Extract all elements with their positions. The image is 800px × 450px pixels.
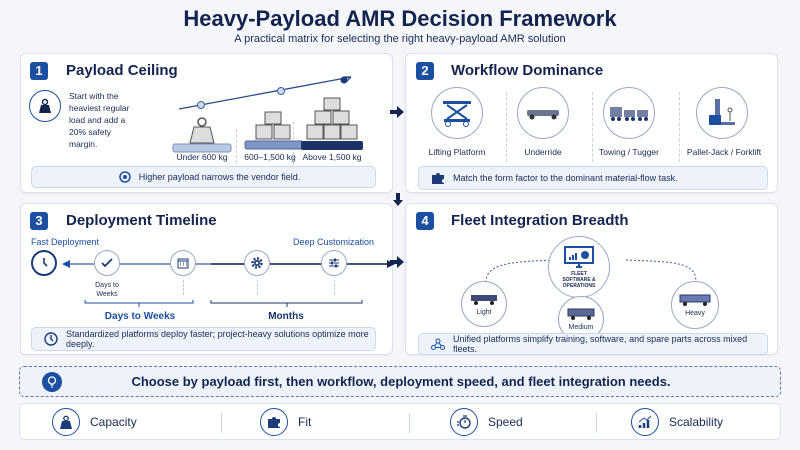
note-text: Standardized platforms deploy faster; pr…	[66, 329, 369, 349]
fast-deployment-label: Fast Deployment	[31, 237, 100, 247]
puzzle-icon	[431, 171, 445, 185]
panel-note: Higher payload narrows the vendor field.	[31, 166, 376, 188]
weight-on-platform-icon	[172, 117, 232, 153]
pillar-scalability: Scalability	[631, 408, 723, 436]
weight-icon	[29, 90, 61, 122]
page-subtitle: A practical matrix for selecting the rig…	[234, 33, 566, 45]
page-title: Heavy-Payload AMR Decision Framework	[183, 6, 617, 31]
pillar-label: Scalability	[669, 415, 724, 429]
clock-icon	[31, 250, 57, 276]
summary-banner: Choose by payload first, then workflow, …	[19, 366, 781, 397]
range-label: Days to Weeks	[104, 311, 176, 322]
panel-payload-ceiling: 1 Payload Ceiling Start with the heavies…	[20, 53, 393, 193]
tugger-icon	[603, 87, 655, 139]
monitor-chart-icon	[564, 245, 594, 268]
puzzle-icon	[260, 408, 288, 436]
sliders-icon	[321, 250, 347, 276]
step-number: 3	[30, 212, 48, 230]
stopwatch-icon	[450, 408, 478, 436]
panel-title: Payload Ceiling	[66, 62, 178, 79]
panel-note: Standardized platforms deploy faster; pr…	[31, 327, 376, 351]
boxes-on-platform-icon	[244, 111, 304, 150]
note-text: Match the form factor to the dominant ma…	[453, 173, 678, 183]
panel-title: Workflow Dominance	[451, 62, 604, 79]
panel-title: Fleet Integration Breadth	[451, 212, 629, 229]
payload-trend-arrow	[178, 76, 352, 110]
check-icon	[94, 250, 120, 276]
vehicle-label: Medium	[568, 323, 594, 331]
lifting-platform-icon	[431, 87, 483, 139]
tier-label: Under 600 kg	[176, 152, 228, 162]
panel-fleet-integration: 4 Fleet Integration Breadth FLEET SOFTWA…	[405, 203, 778, 355]
target-icon	[118, 171, 131, 183]
vehicle-label: Heavy	[685, 309, 705, 317]
arrow-right-icon	[390, 106, 404, 118]
calendar-icon	[170, 250, 196, 276]
step-number: 2	[416, 62, 434, 80]
growth-chart-icon	[631, 408, 659, 436]
point-label: Days to Weeks	[95, 282, 119, 298]
deep-customization-label: Deep Customization	[292, 237, 374, 247]
arrow-right-icon	[390, 256, 404, 268]
clock-icon	[44, 332, 58, 346]
pillar-fit: Fit	[260, 408, 311, 436]
footer-pillars: Capacity Fit Speed Scalability	[19, 403, 781, 440]
tier-label: Above 1,500 kg	[302, 152, 362, 162]
pillar-label: Fit	[298, 415, 312, 429]
pillar-capacity: Capacity	[52, 408, 137, 436]
panel-workflow-dominance: 2 Workflow Dominance Lifting Platform Un…	[405, 53, 778, 193]
lightbulb-icon	[42, 371, 62, 392]
form-factor-label: Towing / Tugger	[598, 147, 659, 157]
panel-note: Unified platforms simplify training, sof…	[418, 333, 768, 355]
panel-title: Deployment Timeline	[66, 212, 217, 229]
range-brackets	[84, 300, 363, 307]
gear-icon	[244, 250, 270, 276]
pillar-label: Capacity	[90, 415, 137, 429]
step-number: 1	[30, 62, 48, 80]
hub-label: FLEET SOFTWARE & OPERATIONS	[562, 270, 596, 289]
range-label: Months	[268, 311, 304, 322]
weight-icon	[52, 408, 80, 436]
underride-icon	[517, 87, 569, 139]
form-factor-label: Underride	[524, 147, 562, 157]
summary-text: Choose by payload first, then workflow, …	[131, 374, 671, 389]
tier-label: 600–1,500 kg	[244, 152, 296, 162]
vehicle-light: Light	[461, 281, 507, 327]
pillar-speed: Speed	[450, 408, 523, 436]
panel-description: Start with the heaviest regular load and…	[69, 91, 130, 149]
note-text: Unified platforms simplify training, sof…	[453, 334, 748, 354]
step-number: 4	[416, 212, 434, 230]
form-factor-label: Lifting Platform	[428, 147, 486, 157]
panel-deployment-timeline: 3 Deployment Timeline Fast Deployment De…	[20, 203, 395, 355]
vehicle-heavy: Heavy	[671, 281, 719, 329]
note-text: Higher payload narrows the vendor field.	[138, 172, 301, 182]
stacked-boxes-on-platform-icon	[301, 97, 363, 150]
network-icon	[431, 338, 445, 350]
form-factor-label: Pallet-Jack / Forklift	[686, 147, 762, 157]
forklift-icon	[696, 87, 748, 139]
fleet-software-hub: FLEET SOFTWARE & OPERATIONS	[548, 236, 610, 298]
pillar-label: Speed	[488, 415, 523, 429]
vehicle-label: Light	[476, 308, 492, 316]
arrow-down-icon	[393, 193, 403, 206]
panel-note: Match the form factor to the dominant ma…	[418, 166, 768, 190]
